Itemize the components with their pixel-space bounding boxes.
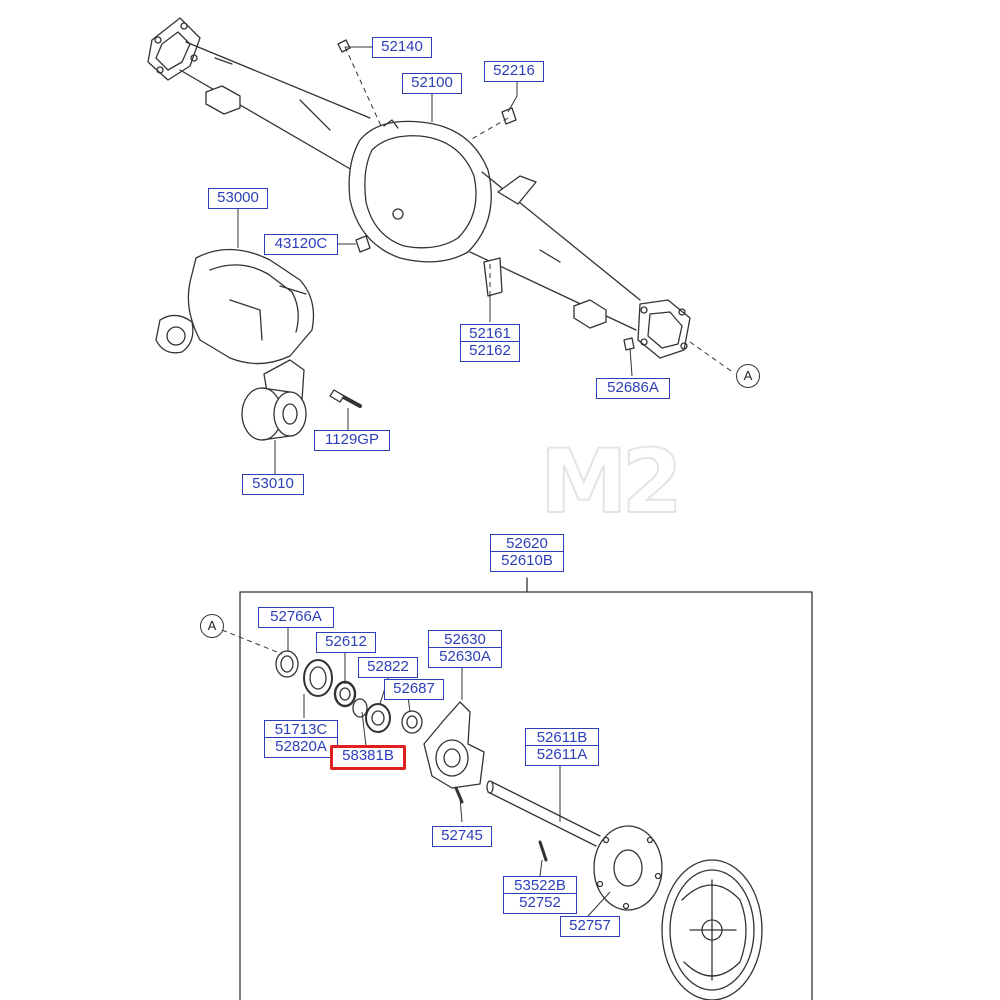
callout-52612[interactable]: 52612 — [316, 632, 376, 653]
reference-marker-a: A — [736, 364, 760, 388]
callout-group-52620-52610b: 52620 52610B — [490, 534, 564, 572]
watermark: M2 — [539, 429, 684, 534]
callout-group-51713c-52820a: 51713C 52820A — [264, 720, 338, 758]
callout-1129gp[interactable]: 1129GP — [314, 430, 390, 451]
reference-marker-a: A — [200, 614, 224, 638]
callout-group-52630-52630a: 52630 52630A — [428, 630, 502, 668]
callout-43120c[interactable]: 43120C — [264, 234, 338, 255]
callout-52686a[interactable]: 52686A — [596, 378, 670, 399]
callout-51713c[interactable]: 51713C — [264, 720, 338, 741]
differential-carrier — [155, 248, 315, 365]
axle-housing — [147, 17, 691, 359]
callout-53010[interactable]: 53010 — [242, 474, 304, 495]
callout-52757[interactable]: 52757 — [560, 916, 620, 937]
callout-group-52161-52162: 52161 52162 — [460, 324, 520, 362]
axle-shaft-group — [239, 577, 813, 1000]
callout-52610b[interactable]: 52610B — [490, 551, 564, 572]
callout-group-52611b-52611a: 52611B 52611A — [525, 728, 599, 766]
callout-52611a[interactable]: 52611A — [525, 745, 599, 766]
callout-52752[interactable]: 52752 — [503, 893, 577, 914]
callout-52100[interactable]: 52100 — [402, 73, 462, 94]
callout-52822[interactable]: 52822 — [358, 657, 418, 678]
mount-bushing — [241, 359, 362, 441]
callout-52140[interactable]: 52140 — [372, 37, 432, 58]
callout-52630a[interactable]: 52630A — [428, 647, 502, 668]
callout-52745[interactable]: 52745 — [432, 826, 492, 847]
callout-52820a[interactable]: 52820A — [264, 737, 338, 758]
callout-52620[interactable]: 52620 — [490, 534, 564, 555]
leader-lines — [221, 46, 735, 917]
callout-52216[interactable]: 52216 — [484, 61, 544, 82]
callout-58381b-highlighted[interactable]: 58381B — [330, 745, 406, 770]
callout-52162[interactable]: 52162 — [460, 341, 520, 362]
callout-group-53522b-52752: 53522B 52752 — [503, 876, 577, 914]
callout-52687[interactable]: 52687 — [384, 679, 444, 700]
callout-53000[interactable]: 53000 — [208, 188, 268, 209]
callout-52766a[interactable]: 52766A — [258, 607, 334, 628]
